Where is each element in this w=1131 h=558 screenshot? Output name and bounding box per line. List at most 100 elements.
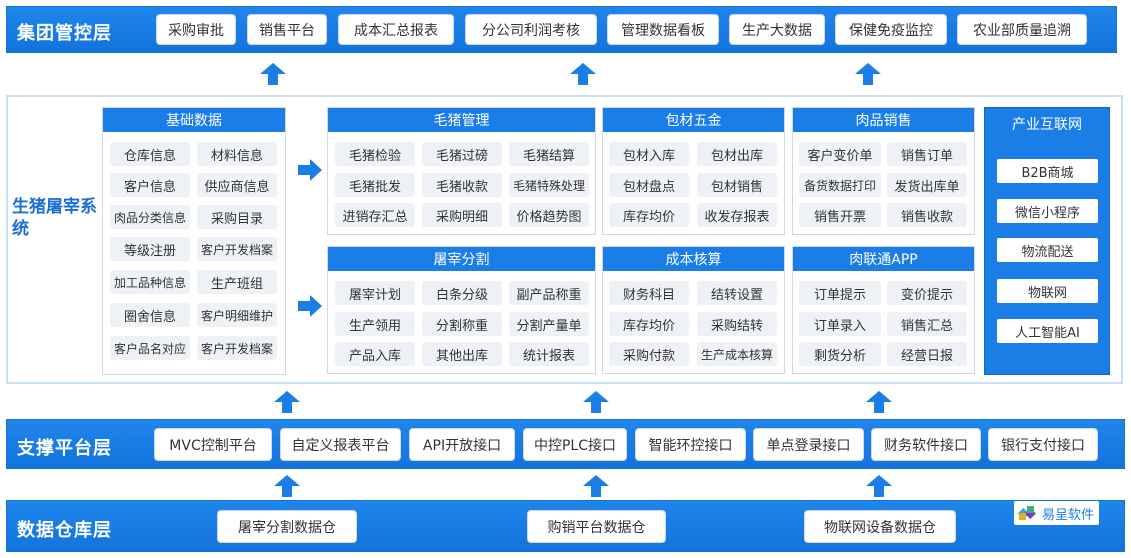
slaughter-item[interactable]: 屠宰计划 <box>335 281 415 305</box>
arrow-up-icon <box>583 475 609 497</box>
panel-meat-app-title: 肉联通APP <box>793 247 974 271</box>
panel-meat-sales-title: 肉品销售 <box>793 108 974 132</box>
pig-item[interactable]: 毛猪检验 <box>335 142 415 166</box>
cost-item[interactable]: 结转设置 <box>697 281 777 305</box>
app-item[interactable]: 变价提示 <box>887 281 967 305</box>
top-item-quality-trace[interactable]: 农业部质量追溯 <box>957 14 1087 45</box>
slaughter-item[interactable]: 统计报表 <box>509 342 589 366</box>
pig-item[interactable]: 采购明细 <box>422 203 502 227</box>
pig-item[interactable]: 毛猪批发 <box>335 173 415 197</box>
packaging-item[interactable]: 收发存报表 <box>697 203 777 227</box>
app-item[interactable]: 经营日报 <box>887 342 967 366</box>
support-item-mvc[interactable]: MVC控制平台 <box>154 428 272 461</box>
panel-packaging-title: 包材五金 <box>603 108 784 132</box>
iot-item[interactable]: 物流配送 <box>997 238 1098 262</box>
top-item-data-board[interactable]: 管理数据看板 <box>607 14 719 45</box>
meat-sales-item[interactable]: 客户变价单 <box>799 142 881 166</box>
warehouse-item-trade[interactable]: 购销平台数据仓 <box>527 510 666 543</box>
panel-pig-management-title: 毛猪管理 <box>328 108 595 132</box>
packaging-item[interactable]: 库存均价 <box>609 203 689 227</box>
basic-item[interactable]: 客户品名对应 <box>110 336 190 360</box>
meat-sales-item[interactable]: 销售订单 <box>887 142 967 166</box>
basic-item[interactable]: 客户开发档案 <box>197 336 277 360</box>
meat-sales-item[interactable]: 销售开票 <box>799 203 881 227</box>
top-item-sales-platform[interactable]: 销售平台 <box>247 14 327 45</box>
support-item-finance[interactable]: 财务软件接口 <box>871 428 981 461</box>
packaging-item[interactable]: 包材出库 <box>697 142 777 166</box>
packaging-item[interactable]: 包材销售 <box>697 173 777 197</box>
panel-basic-data-title: 基础数据 <box>103 108 285 132</box>
pig-item[interactable]: 毛猪收款 <box>422 173 502 197</box>
cost-item[interactable]: 财务科目 <box>609 281 689 305</box>
slaughter-item[interactable]: 其他出库 <box>422 342 502 366</box>
support-item-plc[interactable]: 中控PLC接口 <box>523 428 627 461</box>
cost-item[interactable]: 库存均价 <box>609 312 689 336</box>
arrow-up-icon <box>855 63 881 85</box>
basic-item[interactable]: 供应商信息 <box>197 173 277 197</box>
arrow-up-icon <box>260 63 286 85</box>
panel-industrial-internet-title: 产业互联网 <box>1012 117 1082 133</box>
basic-item[interactable]: 采购目录 <box>197 205 277 229</box>
iot-item[interactable]: 物联网 <box>997 279 1098 303</box>
packaging-item[interactable]: 包材盘点 <box>609 173 689 197</box>
cost-item[interactable]: 生产成本核算 <box>697 342 777 366</box>
meat-sales-item[interactable]: 备货数据打印 <box>799 173 881 197</box>
pig-item[interactable]: 毛猪结算 <box>509 142 589 166</box>
arrow-up-icon <box>866 475 892 497</box>
slaughter-item[interactable]: 副产品称重 <box>509 281 589 305</box>
app-item[interactable]: 剩货分析 <box>799 342 881 366</box>
slaughter-item[interactable]: 生产领用 <box>335 312 415 336</box>
arrow-up-icon <box>866 391 892 413</box>
basic-item[interactable]: 等级注册 <box>110 237 190 261</box>
basic-item[interactable]: 生产班组 <box>197 270 277 294</box>
brand-logo-text: 易呈软件 <box>1042 507 1095 523</box>
support-item-api[interactable]: API开放接口 <box>409 428 515 461</box>
pig-item[interactable]: 毛猪过磅 <box>422 142 502 166</box>
cost-item[interactable]: 采购结转 <box>697 312 777 336</box>
packaging-item[interactable]: 包材入库 <box>609 142 689 166</box>
support-item-env-control[interactable]: 智能环控接口 <box>635 428 746 461</box>
basic-item[interactable]: 仓库信息 <box>110 142 190 166</box>
basic-item[interactable]: 材料信息 <box>197 142 277 166</box>
support-item-report-platform[interactable]: 自定义报表平台 <box>280 428 401 461</box>
basic-item[interactable]: 加工品种信息 <box>110 270 190 294</box>
panel-industrial-internet: 产业互联网 B2B商城 微信小程序 物流配送 物联网 人工智能AI <box>984 107 1110 375</box>
support-item-sso[interactable]: 单点登录接口 <box>753 428 864 461</box>
group-control-layer-title: 集团管控层 <box>17 23 112 44</box>
top-item-purchase-approval[interactable]: 采购审批 <box>156 14 236 45</box>
iot-item[interactable]: 人工智能AI <box>997 319 1098 343</box>
data-warehouse-layer-title: 数据仓库层 <box>17 520 112 541</box>
arrow-up-icon <box>274 391 300 413</box>
pig-item[interactable]: 价格趋势图 <box>509 203 589 227</box>
iot-item[interactable]: 微信小程序 <box>997 199 1098 223</box>
cost-item[interactable]: 采购付款 <box>609 342 689 366</box>
app-item[interactable]: 订单录入 <box>799 312 881 336</box>
basic-item[interactable]: 客户信息 <box>110 173 190 197</box>
brand-logo-icon <box>1018 506 1036 520</box>
meat-sales-item[interactable]: 销售收款 <box>887 203 967 227</box>
basic-item[interactable]: 圈舍信息 <box>110 303 190 327</box>
app-item[interactable]: 订单提示 <box>799 281 881 305</box>
support-platform-layer-title: 支撑平台层 <box>17 438 112 459</box>
warehouse-item-slaughter[interactable]: 屠宰分割数据仓 <box>217 510 357 543</box>
top-item-production-bigdata[interactable]: 生产大数据 <box>729 14 825 45</box>
basic-item[interactable]: 客户开发档案 <box>197 237 277 261</box>
warehouse-item-iot[interactable]: 物联网设备数据仓 <box>804 510 956 543</box>
app-item[interactable]: 销售汇总 <box>887 312 967 336</box>
support-item-bank-pay[interactable]: 银行支付接口 <box>988 428 1098 461</box>
basic-item[interactable]: 客户明细维护 <box>197 303 277 327</box>
pig-item[interactable]: 进销存汇总 <box>335 203 415 227</box>
meat-sales-item[interactable]: 发货出库单 <box>887 173 967 197</box>
pig-item[interactable]: 毛猪特殊处理 <box>509 173 589 197</box>
panel-cost-title: 成本核算 <box>603 247 784 271</box>
iot-item[interactable]: B2B商城 <box>997 159 1098 183</box>
slaughter-item[interactable]: 产品入库 <box>335 342 415 366</box>
top-item-immunity-monitor[interactable]: 保健免疫监控 <box>835 14 947 45</box>
slaughter-item[interactable]: 白条分级 <box>422 281 502 305</box>
top-item-branch-profit[interactable]: 分公司利润考核 <box>465 14 597 45</box>
top-item-cost-summary[interactable]: 成本汇总报表 <box>338 14 454 45</box>
slaughter-item[interactable]: 分割产量单 <box>509 312 589 336</box>
basic-item[interactable]: 肉品分类信息 <box>110 205 190 229</box>
arrow-up-icon <box>570 63 596 85</box>
slaughter-item[interactable]: 分割称重 <box>422 312 502 336</box>
